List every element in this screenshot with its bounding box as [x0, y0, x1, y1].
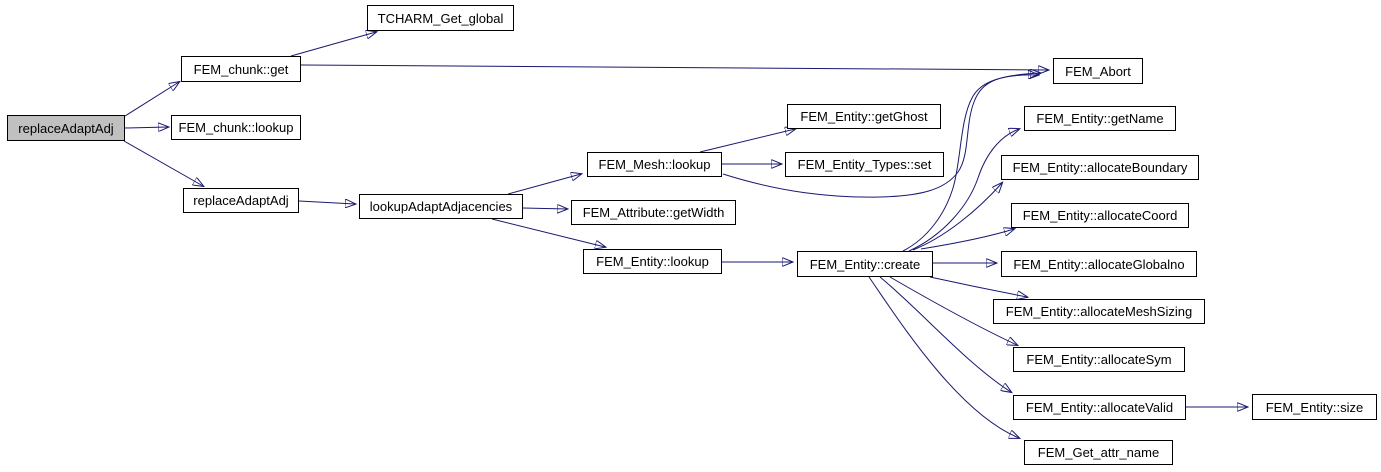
- edge-replaceadaptadj-to-replaceadaptadj2: [123, 140, 203, 186]
- edge-lookupadaptadjacencies-to-fem-entity-lookup: [491, 218, 605, 247]
- edge-fem-mesh-lookup-to-fem-abort: [722, 73, 1040, 198]
- node-replaceadaptadj-root: replaceAdaptAdj: [7, 115, 125, 141]
- node-tcharm-get-global[interactable]: TCHARM_Get_global: [367, 5, 514, 31]
- node-fem-entity-lookup[interactable]: FEM_Entity::lookup: [583, 249, 722, 274]
- node-lookupadaptadjacencies[interactable]: lookupAdaptAdjacencies: [359, 194, 523, 219]
- node-fem-entity-types-set[interactable]: FEM_Entity_Types::set: [785, 152, 944, 177]
- node-fem-entity-size[interactable]: FEM_Entity::size: [1252, 394, 1377, 420]
- edge-fem-chunk-get-to-tcharm-get-global: [290, 32, 376, 57]
- edge-fem-entity-create-to-fem-entity-allocatesym: [889, 276, 1017, 345]
- node-fem-entity-allocatemeshsizing[interactable]: FEM_Entity::allocateMeshSizing: [993, 299, 1205, 324]
- node-fem-get-attr-name[interactable]: FEM_Get_attr_name: [1024, 440, 1173, 465]
- node-fem-chunk-get[interactable]: FEM_chunk::get: [181, 56, 301, 82]
- node-fem-entity-allocatevalid[interactable]: FEM_Entity::allocateValid: [1013, 395, 1186, 420]
- edge-fem-entity-create-to-fem-entity-allocatecoord: [920, 229, 1014, 250]
- node-replaceadaptadj2[interactable]: replaceAdaptAdj: [183, 188, 299, 213]
- edge-fem-entity-create-to-fem-entity-getname: [908, 129, 1019, 252]
- node-fem-mesh-lookup[interactable]: FEM_Mesh::lookup: [587, 152, 722, 177]
- edge-replaceadaptadj2-to-lookupadaptadjacencies: [298, 201, 355, 204]
- edge-fem-mesh-lookup-to-fem-entity-getghost: [699, 129, 795, 153]
- edge-fem-chunk-get-to-fem-abort: [300, 64, 1048, 70]
- edge-fem-entity-create-to-fem-entity-allocatemeshsizing: [929, 276, 1027, 297]
- edge-replaceadaptadj-to-fem-chunk-get: [124, 82, 179, 117]
- node-fem-entity-getname[interactable]: FEM_Entity::getName: [1024, 106, 1176, 131]
- node-fem-entity-getghost[interactable]: FEM_Entity::getGhost: [787, 104, 941, 129]
- edge-replaceadaptadj-to-fem-chunk-lookup: [124, 127, 168, 128]
- edge-fem-entity-create-to-fem-entity-allocatevalid: [879, 276, 1011, 392]
- edge-fem-entity-create-to-fem-abort: [902, 75, 1038, 252]
- node-fem-abort[interactable]: FEM_Abort: [1053, 58, 1143, 84]
- edge-fem-entity-create-to-fem-entity-allocateboundary: [912, 183, 1002, 251]
- node-fem-entity-allocatesym[interactable]: FEM_Entity::allocateSym: [1013, 347, 1185, 372]
- edge-lookupadaptadjacencies-to-fem-mesh-lookup: [507, 174, 581, 195]
- node-fem-attribute-getwidth[interactable]: FEM_Attribute::getWidth: [571, 200, 736, 225]
- edge-lookupadaptadjacencies-to-fem-attribute-getwidth: [522, 208, 567, 209]
- edge-fem-entity-create-to-fem-get-attr-name: [868, 276, 1019, 438]
- node-fem-chunk-lookup[interactable]: FEM_chunk::lookup: [171, 115, 301, 140]
- node-fem-entity-allocatecoord[interactable]: FEM_Entity::allocateCoord: [1011, 203, 1189, 228]
- node-fem-entity-allocateglobalno[interactable]: FEM_Entity::allocateGlobalno: [1001, 251, 1197, 277]
- node-fem-entity-create[interactable]: FEM_Entity::create: [797, 251, 933, 277]
- node-fem-entity-allocateboundary[interactable]: FEM_Entity::allocateBoundary: [1001, 155, 1199, 180]
